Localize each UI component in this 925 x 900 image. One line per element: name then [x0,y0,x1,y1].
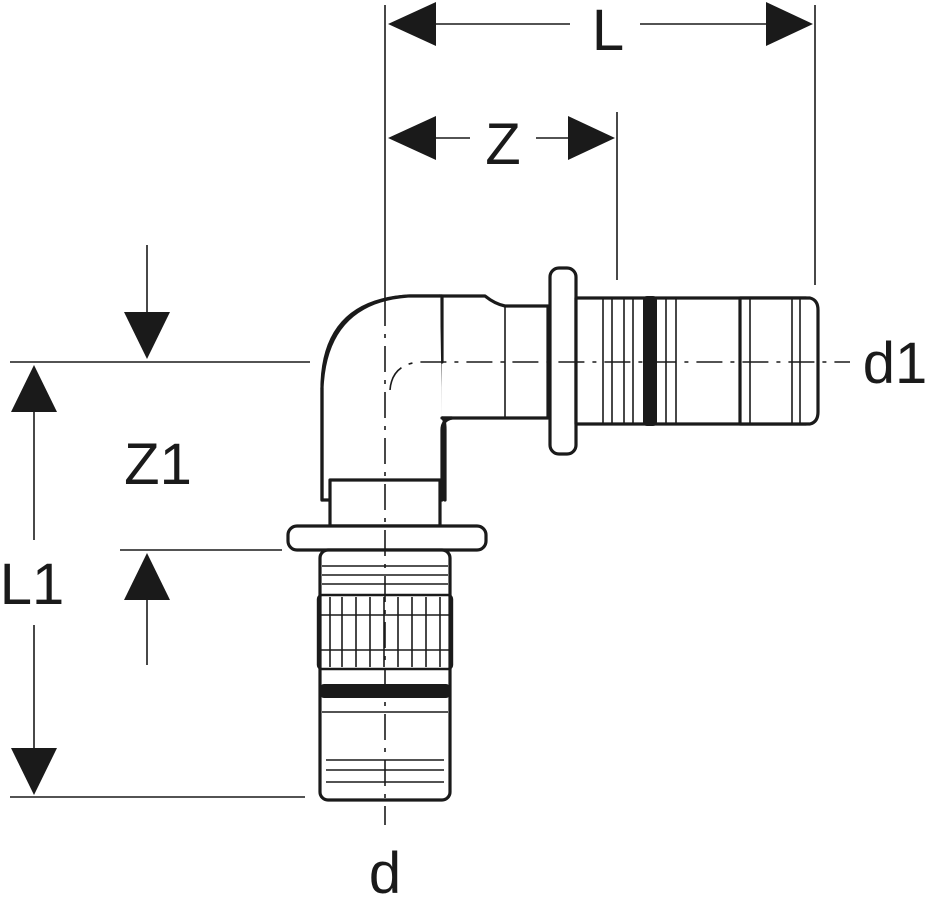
arrowhead-z-left [388,116,436,160]
label-z: Z [485,112,520,177]
horizontal-flange [548,266,578,456]
arrowhead-l1-bottom [11,748,57,795]
extension-lines [10,5,816,798]
dimension-z: Z [388,112,615,177]
arrowhead-z-right [568,116,615,160]
arrowhead-l-left [388,2,436,46]
label-d1: d1 [863,331,925,396]
label-d: d [369,841,401,900]
dimension-l1: L1 [0,365,64,795]
arrowhead-z1-top [124,312,170,359]
centerline-horizontal [389,361,850,391]
arrowhead-l1-top [11,365,57,412]
label-l1: L1 [0,552,64,617]
horizontal-neck [438,294,550,420]
dimension-l: L [388,0,813,63]
arrowhead-z1-bottom [124,553,170,600]
elbow-bend-outline [320,294,454,502]
vertical-flange [286,524,488,552]
dimension-z1: Z1 [124,245,192,665]
vertical-grip-teeth [320,597,450,667]
horizontal-spigot-end [738,296,820,426]
horizontal-branch [438,266,820,456]
label-z1: Z1 [124,432,192,497]
arrowhead-l-right [766,2,813,46]
label-l: L [592,0,624,63]
horizontal-o-ring [643,296,657,426]
vertical-branch [286,478,488,802]
elbow-inner-edge [440,416,447,502]
